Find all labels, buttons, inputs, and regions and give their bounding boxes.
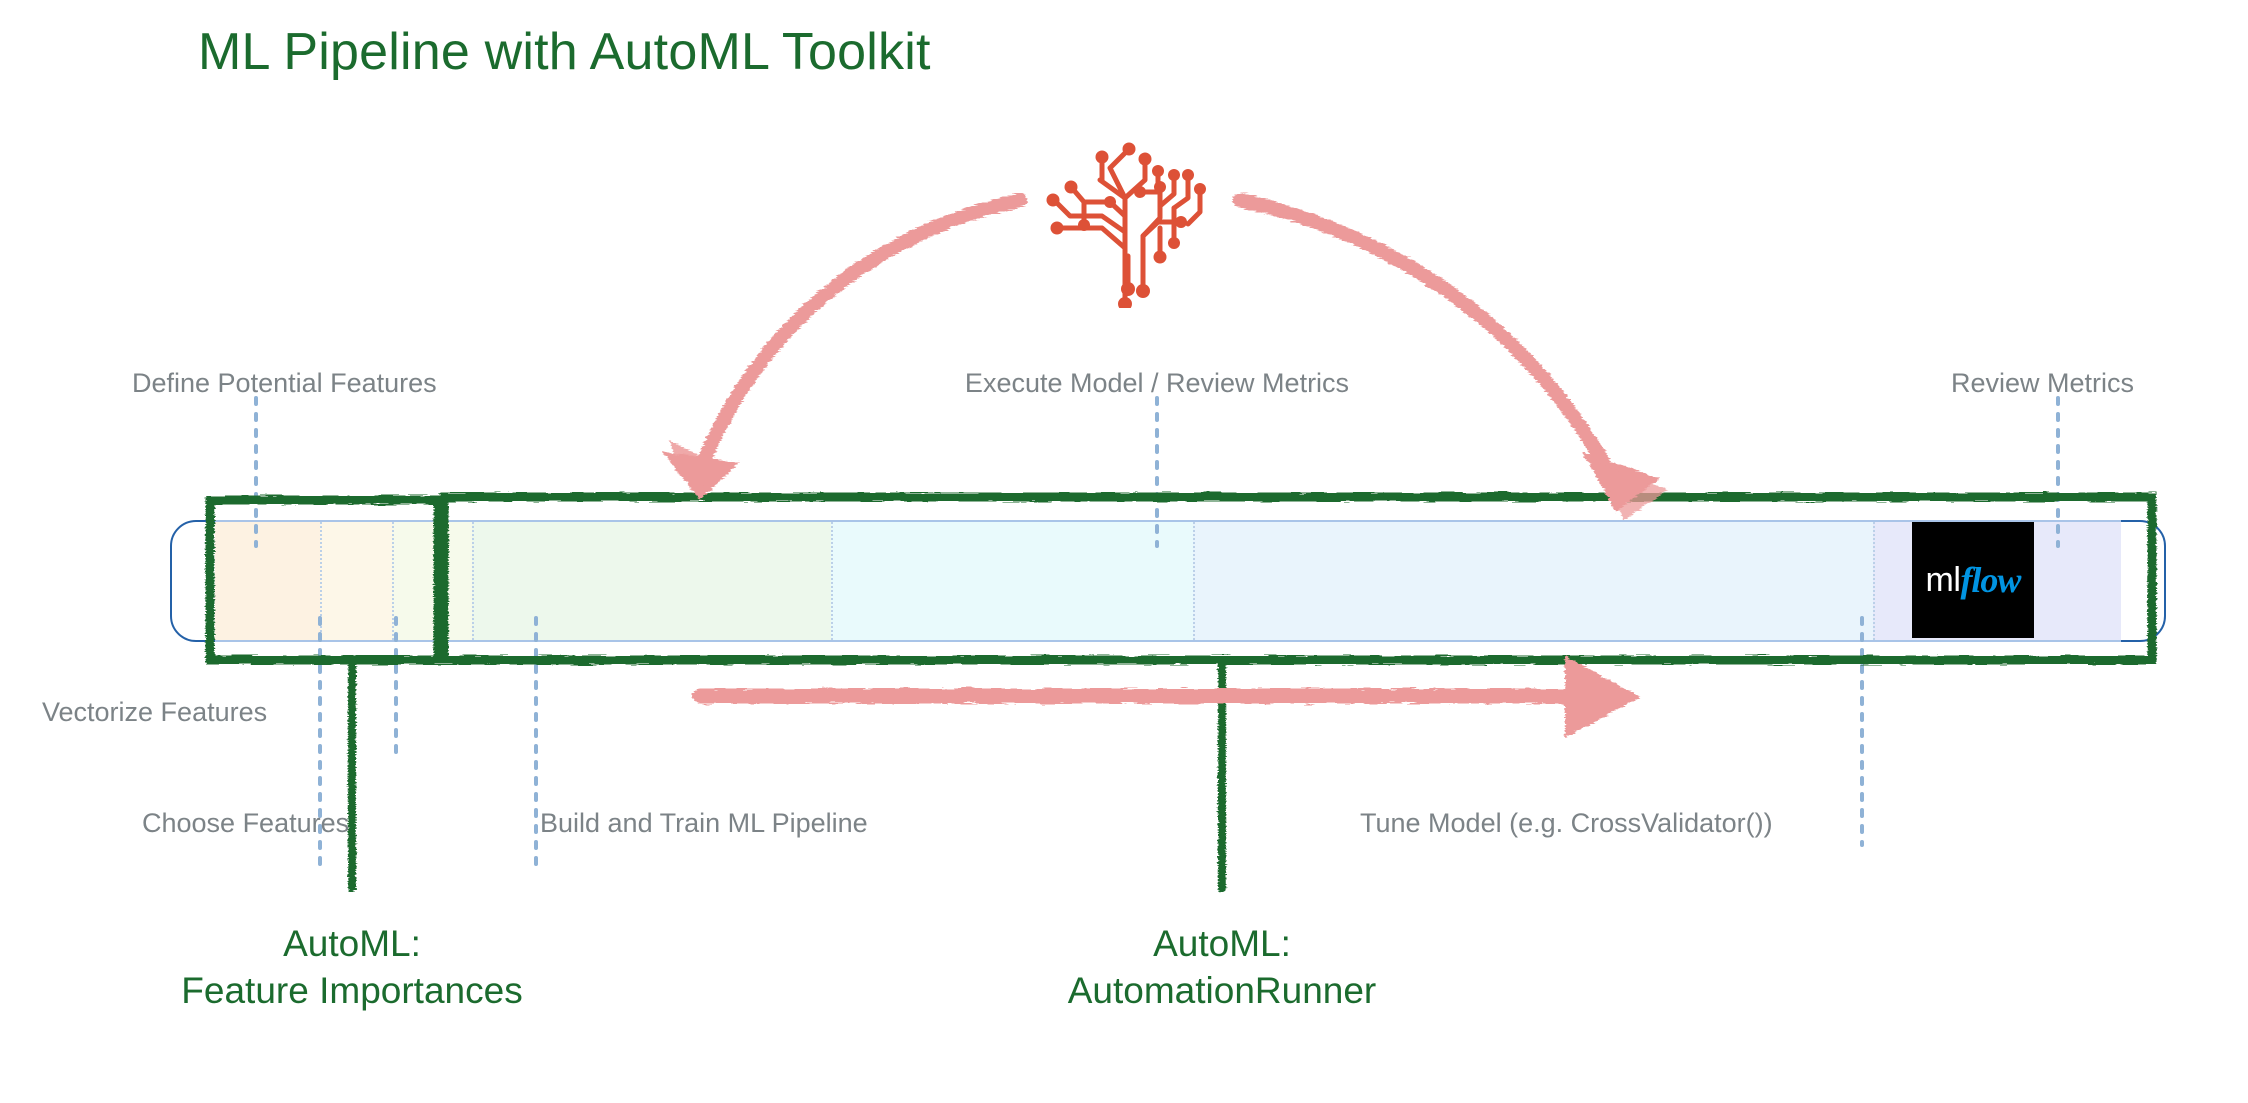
annotation-feature-importances-line1: AutoML: — [283, 923, 421, 964]
arrow-horizontal — [692, 656, 1640, 738]
brain-circuit-icon — [1040, 128, 1210, 311]
arrow-right-curve — [1233, 193, 1668, 520]
label-review-metrics: Review Metrics — [1950, 368, 2134, 398]
sketch-connector-lines — [348, 656, 1226, 892]
mlflow-ml-text: ml — [1925, 560, 1961, 599]
seg-tune-model — [1192, 522, 1874, 640]
label-build-train-pipeline: Build and Train ML Pipeline — [540, 808, 868, 838]
annotation-feature-importances: AutoML: Feature Importances — [181, 920, 522, 1015]
seg-define-potential — [392, 522, 473, 640]
seg-choose-features — [215, 522, 320, 640]
arrow-left-curve — [662, 193, 1027, 500]
seg-execute-model — [830, 522, 1193, 640]
pipeline-segments — [215, 520, 2121, 642]
annotation-feature-importances-line2: Feature Importances — [181, 970, 523, 1012]
label-execute-model: Execute Model / Review Metrics — [964, 368, 1350, 398]
seg-vectorize — [319, 522, 393, 640]
annotation-automation-runner-line2: AutomationRunner — [1067, 970, 1377, 1012]
label-choose-features: Choose Features — [142, 808, 350, 838]
mlflow-flow-text: flow — [1960, 560, 2021, 600]
annotation-automation-runner-line1: AutoML: — [1153, 923, 1291, 964]
label-vectorize-features: Vectorize Features — [42, 697, 268, 727]
seg-build-train — [472, 522, 831, 640]
page-title: ML Pipeline with AutoML Toolkit — [198, 23, 931, 81]
label-tune-model: Tune Model (e.g. CrossValidator()) — [1360, 808, 1773, 838]
label-define-potential-features: Define Potential Features — [132, 368, 437, 398]
annotation-automation-runner: AutoML: AutomationRunner — [1068, 920, 1377, 1015]
